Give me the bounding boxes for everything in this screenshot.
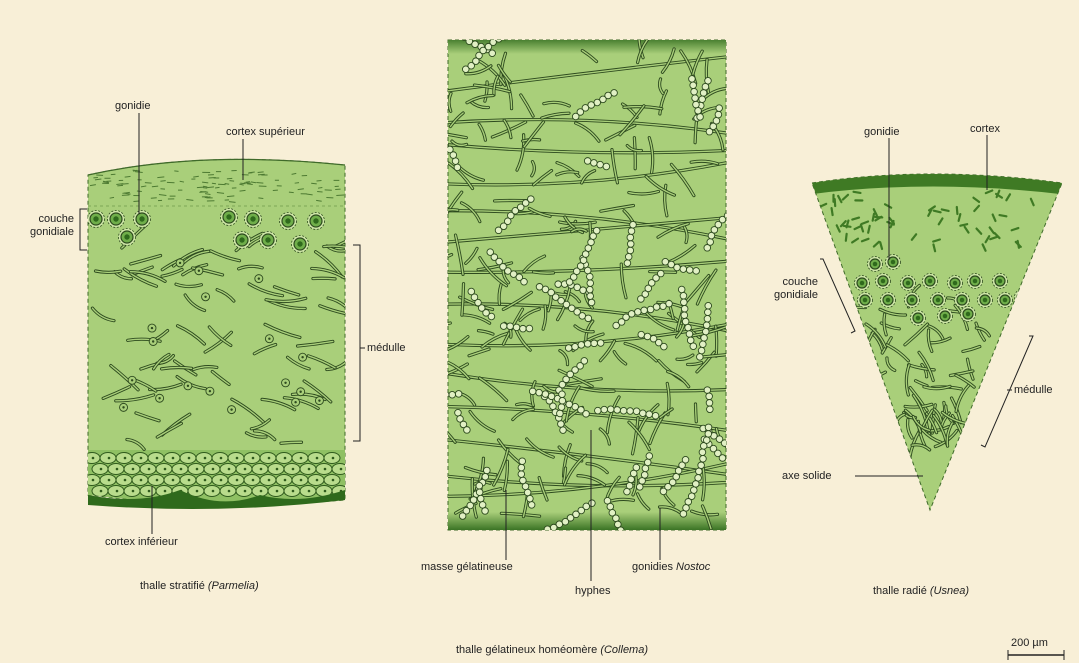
label-medulle-parmelia: médulle [367,342,406,355]
label-gonidies-text: gonidies [632,561,673,573]
label-gonidie-parmelia: gonidie [115,100,150,113]
caption-usnea-genus: (Usnea) [930,585,969,597]
caption-parmelia: thalle stratifié (Parmelia) [140,580,259,593]
label-gonidie-usnea: gonidie [864,126,899,139]
usnea-section [805,170,1068,510]
label-cortex-inferieur: cortex inférieur [105,536,178,549]
caption-parmelia-text: thalle stratifié [140,580,205,592]
label-medulle-usnea: médulle [1014,384,1053,397]
label-cortex-superieur: cortex supérieur [226,126,305,139]
label-gonidies-nostoc: gonidies Nostoc [632,561,710,574]
label-axe-solide: axe solide [782,470,832,483]
caption-parmelia-genus: (Parmelia) [208,580,259,592]
label-couche-gonidiale-2: gonidiale [14,226,74,239]
label-couche-gonidiale-usnea-2: gonidiale [758,289,818,302]
label-cortex-usnea: cortex [970,123,1000,136]
parmelia-section [84,159,356,510]
collema-section [424,23,749,539]
label-nostoc-genus: Nostoc [676,561,710,573]
label-masse-gelatineuse: masse gélatineuse [421,561,513,574]
caption-collema-text: thalle gélatineux homéomère [456,644,597,656]
caption-collema: thalle gélatineux homéomère (Collema) [456,644,648,657]
caption-usnea-text: thalle radié [873,585,927,597]
label-couche-gonidiale-usnea-1: couche [758,276,818,289]
scale-bar-label: 200 µm [1011,637,1048,650]
label-couche-gonidiale-1: couche [14,213,74,226]
caption-collema-genus: (Collema) [600,644,648,656]
caption-usnea: thalle radié (Usnea) [873,585,969,598]
label-hyphes: hyphes [575,585,610,598]
